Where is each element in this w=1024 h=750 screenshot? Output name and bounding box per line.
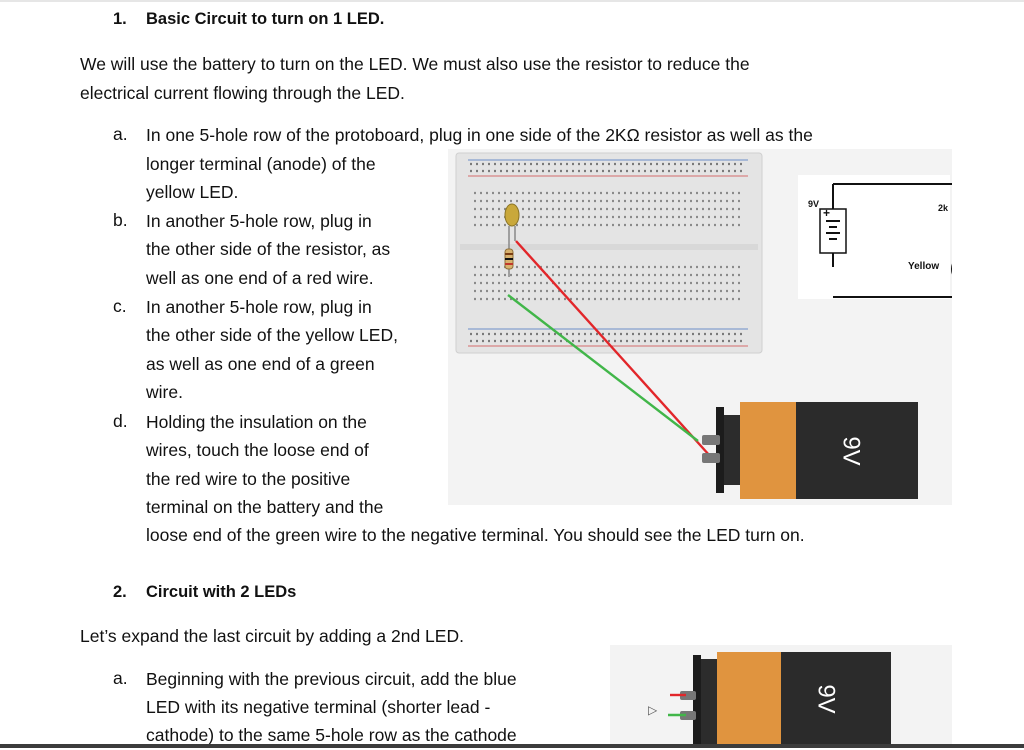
step-c-line-2: the other side of the yellow LED, — [146, 325, 398, 345]
svg-text:+: + — [823, 206, 830, 220]
battery-label-2: 9V — [813, 684, 840, 713]
green-wire — [507, 294, 699, 442]
section-2-step-a-label: a. — [113, 668, 128, 688]
schematic-voltage-label: 9V — [808, 199, 819, 209]
breadboard — [455, 152, 763, 354]
section-1-intro-line-1: We will use the battery to turn on the L… — [80, 54, 750, 74]
step-c-line-4: wire. — [146, 382, 183, 402]
step-a-line-1: In one 5-hole row of the protoboard, plu… — [146, 125, 813, 145]
step-a-line-2: longer terminal (anode) of the — [146, 154, 376, 174]
step-a-label: a. — [113, 124, 128, 144]
step-d-line-5: loose end of the green wire to the negat… — [146, 525, 805, 545]
step-d-line-1: Holding the insulation on the — [146, 412, 367, 432]
step-b-line-3: well as one end of a red wire. — [146, 268, 374, 288]
mouse-cursor-icon: ▷ — [648, 703, 658, 717]
schematic: + — [798, 175, 981, 299]
schematic-resistor-label: 2k — [938, 203, 949, 213]
battery-label: 9V — [838, 436, 865, 465]
resistor — [504, 241, 514, 277]
section-2-intro: Let’s expand the last circuit by adding … — [80, 626, 464, 646]
step-d-line-4: terminal on the battery and the — [146, 497, 384, 517]
section-2-title: Circuit with 2 LEDs — [146, 583, 297, 601]
schematic-led-label: Yellow — [908, 261, 939, 272]
step-d-line-2: wires, touch the loose end of — [146, 440, 369, 460]
step-b-label: b. — [113, 210, 128, 230]
step-b-line-1: In another 5-hole row, plug in — [146, 211, 372, 231]
breadboard-bottom-rail — [468, 328, 748, 347]
step-c-line-3: as well as one end of a green — [146, 354, 375, 374]
battery-9v — [702, 402, 918, 499]
yellow-led — [504, 203, 520, 241]
battery-9v-2 — [680, 652, 891, 744]
page-bottom-rule — [0, 744, 1024, 748]
red-wire — [515, 240, 711, 457]
circuit-figure: 9V + 9V 2k Yellow — [448, 149, 981, 505]
circuit-figure-2: 9V — [610, 645, 952, 744]
breadboard-center-channel — [460, 244, 758, 250]
step-d-line-3: the red wire to the positive — [146, 469, 351, 489]
section-2-step-a-line-2: LED with its negative terminal (shorter … — [146, 697, 491, 717]
step-d-label: d. — [113, 411, 128, 431]
section-2-step-a-line-1: Beginning with the previous circuit, add… — [146, 669, 517, 689]
section-1-number: 1. — [113, 10, 127, 28]
page-top-rule — [0, 0, 1024, 2]
section-2-step-a-line-3: cathode) to the same 5-hole row as the c… — [146, 725, 517, 745]
section-1-intro-line-2: electrical current flowing through the L… — [80, 83, 405, 103]
section-1-title: Basic Circuit to turn on 1 LED. — [146, 10, 385, 28]
step-b-line-2: the other side of the resistor, as — [146, 239, 391, 259]
step-a-line-3: yellow LED. — [146, 182, 239, 202]
step-c-line-1: In another 5-hole row, plug in — [146, 297, 372, 317]
breadboard-top-rail — [468, 159, 748, 177]
section-2-number: 2. — [113, 583, 127, 601]
step-c-label: c. — [113, 296, 127, 316]
